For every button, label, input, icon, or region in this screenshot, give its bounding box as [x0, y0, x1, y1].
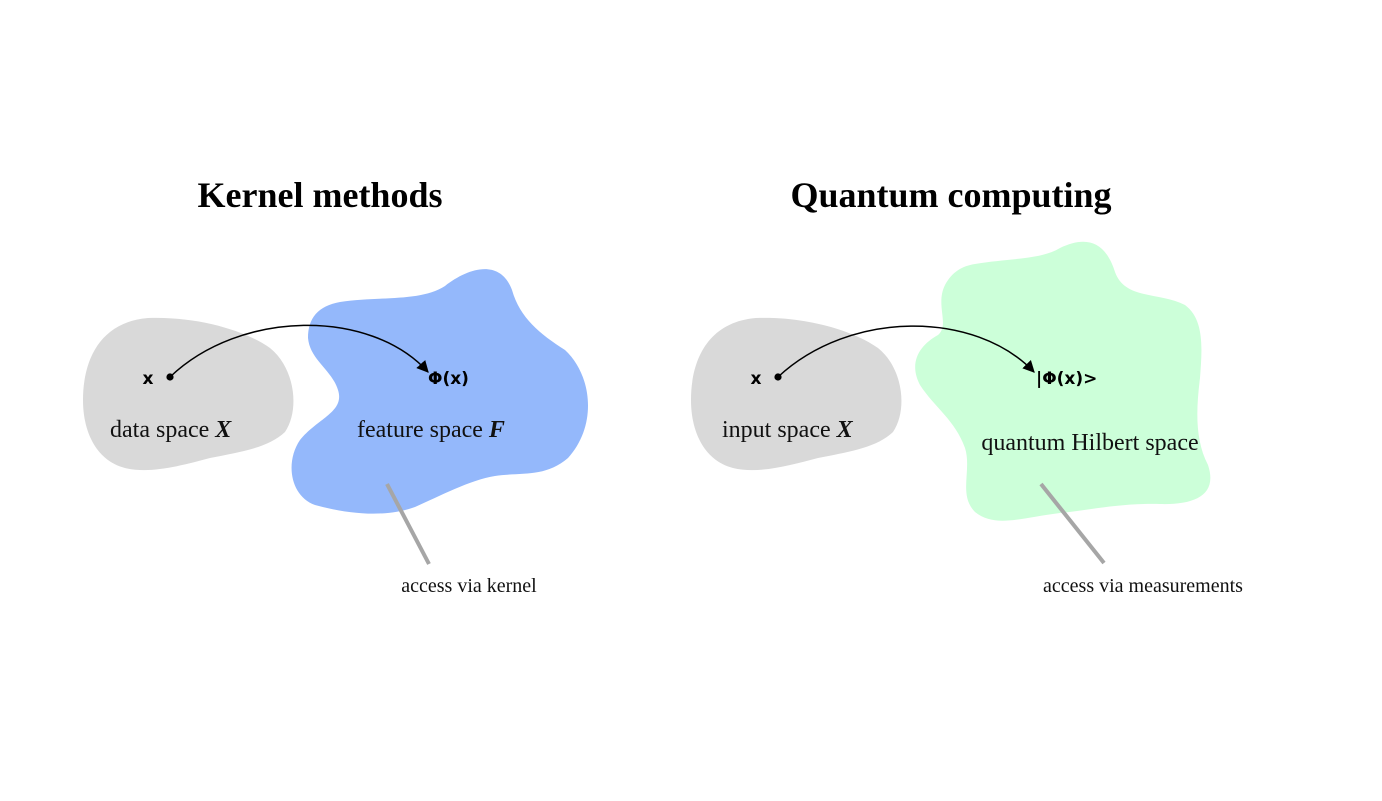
feature-space-blob [291, 269, 589, 514]
data-point-label: x [143, 369, 154, 389]
input-space-label: input space X [722, 417, 854, 443]
data-space-blob [83, 317, 294, 471]
quantum-mapping-arrow [777, 325, 1035, 378]
data-point-dot [166, 373, 174, 381]
input-space-blob [691, 317, 902, 471]
input-point-label: x [751, 369, 762, 389]
kernel-pointer-line [385, 483, 431, 565]
kernel-methods-title: Kernel methods [198, 175, 443, 215]
measurement-access-label: access via measurements [1043, 575, 1243, 597]
input-point-dot [774, 373, 782, 381]
data-space-label: data space X [110, 417, 232, 443]
measurement-pointer-line [1039, 482, 1106, 565]
kernel-access-label: access via kernel [401, 575, 537, 597]
quantum-computing-title: Quantum computing [790, 175, 1111, 215]
feature-point-label: Φ(x) [428, 369, 469, 389]
hilbert-space-label: quantum Hilbert space [981, 430, 1198, 456]
feature-space-label: feature space F [357, 417, 505, 443]
hilbert-space-blob [915, 241, 1211, 521]
kernel-mapping-arrow [169, 324, 429, 378]
quantum-state-label: |Φ(x)> [1036, 369, 1097, 389]
